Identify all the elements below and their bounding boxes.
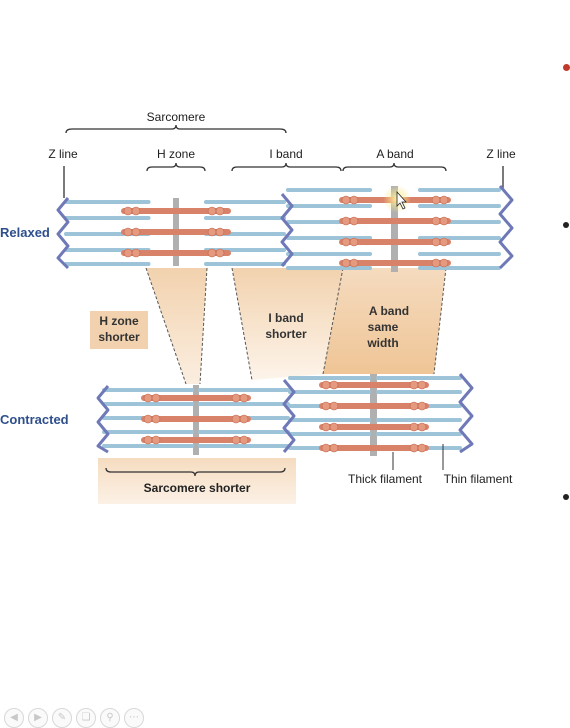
top-brackets [63, 124, 504, 198]
z-discs [56, 185, 514, 270]
z-line-label-left: Z line [48, 147, 78, 161]
z-disc-right [458, 373, 474, 454]
z-disc-middle [282, 379, 296, 453]
thick-filament-label: Thick filament [348, 472, 423, 486]
i-band-wedge [232, 268, 343, 380]
highlighted-pointer-icon [396, 190, 407, 210]
callout-wedges [90, 268, 446, 504]
i-band-shorter-line1: I band [268, 311, 303, 325]
h-zone-bracket [146, 162, 206, 172]
bullet-point-red [563, 64, 570, 71]
a-band-same-line1: A band [369, 304, 409, 318]
sarcomere-label: Sarcomere [147, 110, 206, 124]
z-disc-right [498, 185, 514, 270]
guide-lines [145, 267, 447, 385]
z-line-label-right: Z line [486, 147, 516, 161]
presentation-toolbar: ◀ ▶ ✎ ❏ ⚲ ⋯ [4, 708, 144, 728]
top-labels: Sarcomere Z line H zone I band A band Z … [48, 110, 516, 161]
thin-filament-label: Thin filament [444, 472, 513, 486]
copy-icon[interactable]: ❏ [76, 708, 96, 728]
thick-filaments [141, 380, 429, 453]
h-zone-shorter-line1: H zone [99, 314, 139, 328]
contracted-sarcomere [96, 373, 474, 456]
h-zone-shorter-box [90, 311, 148, 349]
h-zone-label: H zone [157, 147, 195, 161]
a-band-bracket [342, 162, 447, 172]
a-band-same-line2: same [368, 320, 399, 334]
a-band-label: A band [376, 147, 413, 161]
i-band-label: I band [269, 147, 302, 161]
relaxed-sarcomere [56, 185, 514, 272]
zoom-icon[interactable]: ⚲ [100, 708, 120, 728]
pen-icon[interactable]: ✎ [52, 708, 72, 728]
sarcomere-shorter-label: Sarcomere shorter [144, 481, 251, 495]
callout-labels: H zone shorter I band shorter A band sam… [98, 304, 409, 350]
sarcomere-bracket [65, 124, 287, 134]
h-zone-shorter-line2: shorter [98, 330, 140, 344]
sarcomere-shorter-box [98, 458, 296, 504]
contracted-label: Contracted [0, 412, 69, 427]
forward-icon[interactable]: ▶ [28, 708, 48, 728]
m-line [370, 374, 377, 456]
m-line [391, 186, 398, 272]
bullet-point [563, 494, 569, 500]
more-icon[interactable]: ⋯ [124, 708, 144, 728]
i-band-bracket [231, 162, 342, 172]
a-band-wedge [323, 268, 446, 374]
z-disc-left [96, 385, 110, 454]
a-band-same-line3: width [366, 336, 398, 350]
sarcomere-shorter-bracket [105, 467, 286, 477]
z-disc-middle [280, 193, 294, 267]
z-disc-left [56, 197, 70, 270]
i-band-shorter-line2: shorter [265, 327, 307, 341]
relaxed-label: Relaxed [0, 225, 50, 240]
bottom-annotations: Sarcomere shorter Thick filament Thin fi… [105, 444, 513, 495]
back-icon[interactable]: ◀ [4, 708, 24, 728]
row-labels: Relaxed Contracted [0, 225, 69, 427]
h-zone-wedge [146, 268, 207, 384]
z-discs [96, 373, 474, 454]
bullet-point [563, 222, 569, 228]
